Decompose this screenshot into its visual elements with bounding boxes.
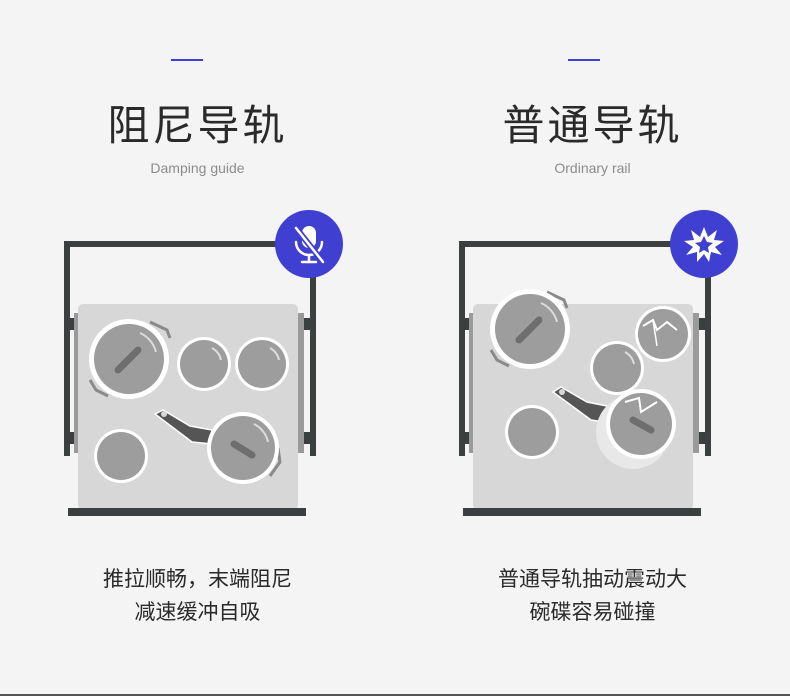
dish-bowl xyxy=(94,429,148,483)
panel-title: 阻尼导轨 xyxy=(107,101,288,150)
accent-bar xyxy=(568,59,600,61)
badge-crash-burst xyxy=(670,210,738,278)
panel-subtitle: Ordinary rail xyxy=(554,160,631,176)
panel-damping-guide: 阻尼导轨 Damping guide xyxy=(0,0,395,694)
description-line: 普通导轨抽动震动大 xyxy=(498,567,687,591)
dish-bowl xyxy=(235,337,289,391)
ordinary-drawer-illustration xyxy=(459,210,738,516)
panel-description: 推拉顺畅，末端阻尼 减速缓冲自吸 xyxy=(0,563,395,629)
dish-cracked-bowl xyxy=(635,306,691,362)
description-line: 减速缓冲自吸 xyxy=(134,600,261,624)
badge-muted-microphone xyxy=(275,210,343,278)
panel-description: 普通导轨抽动震动大 碗碟容易碰撞 xyxy=(395,563,790,629)
dish-bowl xyxy=(177,337,231,391)
panel-title: 普通导轨 xyxy=(502,101,683,150)
description-line: 推拉顺畅，末端阻尼 xyxy=(103,567,292,591)
bottom-divider xyxy=(0,694,790,696)
panel-subtitle: Damping guide xyxy=(150,160,245,176)
panel-ordinary-rail: 普通导轨 Ordinary rail xyxy=(395,0,790,694)
dish-large-pot xyxy=(89,319,169,399)
dish-bowl xyxy=(590,341,644,395)
dish-large-pot xyxy=(490,289,570,369)
muted-microphone-icon xyxy=(293,225,326,265)
accent-bar xyxy=(171,59,203,61)
dish-large-pot xyxy=(207,412,279,484)
crash-burst-icon xyxy=(684,227,724,262)
damping-drawer-illustration xyxy=(64,210,343,516)
dish-cracked-pot xyxy=(596,389,676,469)
description-line: 碗碟容易碰撞 xyxy=(529,600,656,624)
dish-bowl xyxy=(505,405,559,459)
